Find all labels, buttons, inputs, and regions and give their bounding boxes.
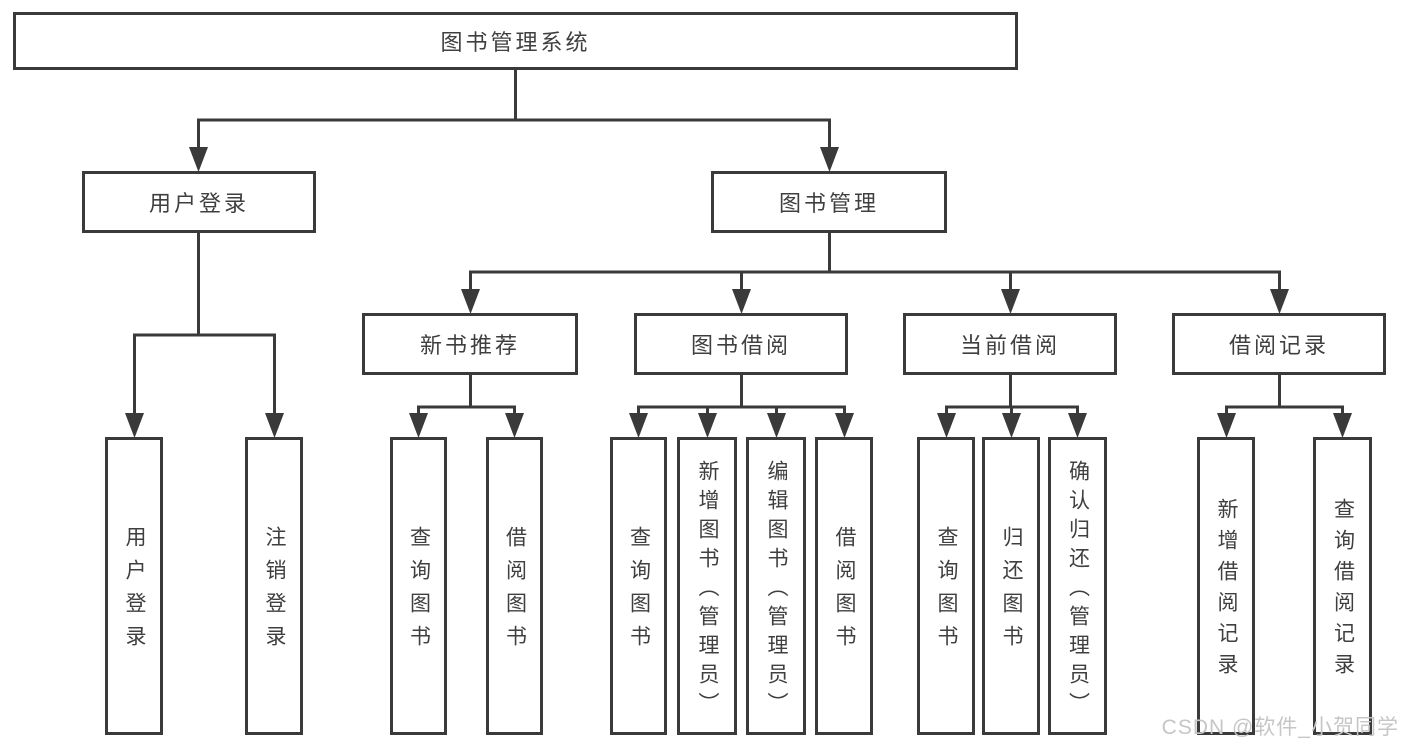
node-label: 用户登录 [123,526,146,658]
arrowhead-icon [1333,413,1352,438]
csdn-watermark: CSDN @软件_小贺同学 [1161,716,1399,739]
node-label: 图书借阅 [690,333,791,358]
arrowhead-icon [1270,289,1289,314]
arrowhead-icon [1002,413,1021,438]
node-new-book-recommend: 新书推荐 [362,313,578,375]
arrowhead-icon [767,413,786,438]
arrowhead-icon [835,413,854,438]
leaf-edit-book-admin: 编辑图书（管理员） [746,437,806,735]
leaf-user-login: 用户登录 [105,437,163,735]
node-label: 查询借阅记录 [1331,498,1355,684]
arrowhead-icon [461,289,480,314]
node-label: 查询图书 [627,526,651,658]
node-library-system-root: 图书管理系统 [13,12,1018,70]
connector-book-mgmt-to-level3 [461,233,1289,314]
node-label: 查询图书 [407,526,431,658]
node-label: 新书推荐 [419,333,520,358]
arrowhead-icon [1001,289,1020,314]
node-label: 借阅记录 [1228,333,1329,358]
arrowhead-icon [189,147,208,172]
node-label: 图书管理 [778,191,879,216]
node-user-login: 用户登录 [82,171,316,233]
arrowhead-icon [937,413,956,438]
arrowhead-icon [732,289,751,314]
node-borrow-records: 借阅记录 [1172,313,1386,375]
leaf-borrow-book: 借阅图书 [815,437,873,735]
arrowhead-icon [505,413,524,438]
arrowhead-icon [698,413,717,438]
leaf-add-borrow-record: 新增借阅记录 [1197,437,1255,735]
connector-user-login-to-leaves [125,233,284,438]
leaf-query-books-current: 查询图书 [917,437,975,735]
node-label: 编辑图书（管理员） [765,459,788,721]
arrowhead-icon [820,147,839,172]
arrowhead-icon [1068,413,1087,438]
connector-root-to-level2 [189,70,839,172]
arrowhead-icon [629,413,648,438]
node-label: 借阅图书 [833,526,856,658]
node-label: 图书管理系统 [440,30,591,55]
leaf-query-books-recommend: 查询图书 [390,437,447,735]
node-label: 新增图书（管理员） [696,459,719,721]
node-label: 查询图书 [935,526,958,658]
connector-current-borrow-to-leaves [937,375,1087,438]
leaf-return-book: 归还图书 [982,437,1040,735]
node-book-borrow: 图书借阅 [634,313,848,375]
arrowhead-icon [1217,413,1236,438]
node-label: 注销登录 [263,526,286,658]
leaf-borrow-book-recommend: 借阅图书 [486,437,543,735]
connector-book-borrow-to-leaves [629,375,854,438]
arrowhead-icon [125,413,144,438]
node-label: 新增借阅记录 [1215,498,1238,684]
node-book-management: 图书管理 [711,171,947,233]
leaf-add-book-admin: 新增图书（管理员） [677,437,737,735]
node-label: 确认归还（管理员） [1066,459,1090,721]
leaf-query-borrow-record: 查询借阅记录 [1313,437,1372,735]
leaf-confirm-return-admin: 确认归还（管理员） [1048,437,1107,735]
connector-borrow-records-to-leaves [1217,375,1352,438]
leaf-logout: 注销登录 [245,437,303,735]
arrowhead-icon [265,413,284,438]
node-label: 用户登录 [148,191,249,216]
node-label: 当前借阅 [959,333,1060,358]
node-label: 借阅图书 [503,526,527,658]
node-label: 归还图书 [1000,526,1023,658]
connector-new-book-recommend-to-leaves [409,375,524,438]
arrowhead-icon [409,413,428,438]
node-current-borrow: 当前借阅 [903,313,1117,375]
leaf-query-books-borrow: 查询图书 [610,437,667,735]
